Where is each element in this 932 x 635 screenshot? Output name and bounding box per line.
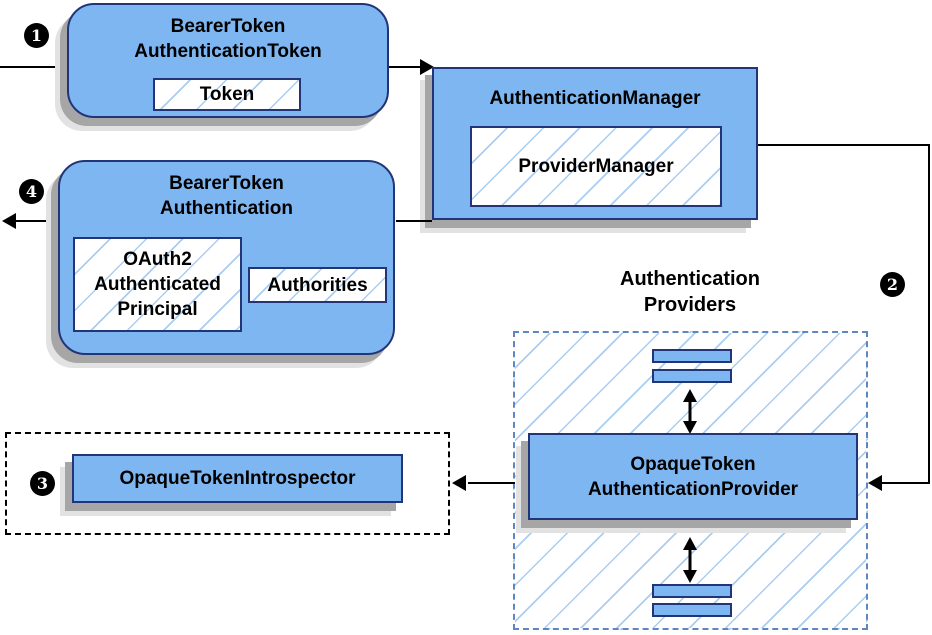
title-line-2: Authentication [160,198,293,219]
providers-title-line-1: Authentication [620,268,760,290]
token-label: Token [199,84,255,105]
title-line-2: AuthenticationToken [134,41,322,62]
authentication-manager-node: AuthenticationManager ProviderManager [432,67,758,220]
provider-manager-box: ProviderManager [470,126,722,207]
bearer-token-authentication-token-node: BearerToken AuthenticationToken Token [67,3,389,118]
manager-to-provider-line-right [928,144,930,483]
step-3-number: 3 [36,474,49,493]
provider-to-introspector-line [468,482,515,484]
opaque-token-introspector-node: OpaqueTokenIntrospector [72,454,403,503]
oauth2-authenticated-principal-box: OAuth2 Authenticated Principal [73,237,242,332]
arrow-shaft [688,548,692,572]
introspector-arrowhead-icon [452,475,466,491]
step-2-number: 2 [886,275,899,294]
principal-line-3: Principal [117,299,198,320]
step-1-number: 1 [30,26,43,45]
authorities-label: Authorities [267,274,368,296]
title-line: OpaqueTokenIntrospector [119,468,356,489]
principal-line-1: OAuth2 [123,249,192,270]
title-line: AuthenticationManager [489,88,701,109]
opaque-token-authentication-provider-title: OpaqueToken AuthenticationProvider [588,452,798,502]
title-line-1: BearerToken [169,173,284,194]
authentication-manager-title: AuthenticationManager [434,86,756,111]
introspector-container: 3 OpaqueTokenIntrospector [5,432,450,535]
authorities-box: Authorities [248,267,387,303]
provider-placeholder-bar [652,603,732,617]
step-4-number: 4 [25,182,38,201]
bearer-token-authentication-node: BearerToken Authentication OAuth2 Authen… [58,160,395,355]
token-box: Token [153,78,301,111]
providers-title-line-2: Providers [643,294,737,316]
authentication-providers-title: Authentication Providers [560,266,820,318]
provider-placeholder-bar [652,369,732,383]
title-line-2: AuthenticationProvider [587,478,799,500]
outgoing-arrowhead-icon [2,213,16,229]
step-3-badge: 3 [30,471,55,496]
manager-to-provider-line-bottom [880,482,930,484]
arrow-down-head-icon [683,421,697,434]
outgoing-flow-line [12,220,60,222]
token-to-manager-line [389,66,422,68]
title-line-1: OpaqueToken [630,453,756,475]
provider-entry-arrowhead-icon [868,475,882,491]
token-to-manager-arrowhead-icon [420,59,434,75]
bearer-token-authentication-title: BearerToken Authentication [60,171,393,221]
title-line-1: BearerToken [170,16,286,37]
manager-to-provider-line-top [758,144,930,146]
manager-to-authentication-line [396,220,432,222]
incoming-flow-line [0,66,67,68]
bidirectional-arrow-icon [676,389,704,434]
arrow-up-head-icon [683,537,697,550]
step-2-badge: 2 [880,272,905,297]
provider-placeholder-bar [652,584,732,598]
opaque-token-introspector-title: OpaqueTokenIntrospector [119,466,355,491]
arrow-shaft [688,400,692,423]
bearer-token-authentication-token-title: BearerToken AuthenticationToken [69,14,387,64]
opaque-token-authentication-provider-node: OpaqueToken AuthenticationProvider [528,433,858,520]
provider-placeholder-bar [652,349,732,363]
arrow-up-head-icon [683,389,697,402]
principal-line-2: Authenticated [94,274,221,295]
arrow-down-head-icon [683,570,697,583]
step-1-badge: 1 [24,23,49,48]
bidirectional-arrow-icon [676,537,704,583]
step-4-badge: 4 [19,179,44,204]
provider-manager-label: ProviderManager [518,156,674,177]
